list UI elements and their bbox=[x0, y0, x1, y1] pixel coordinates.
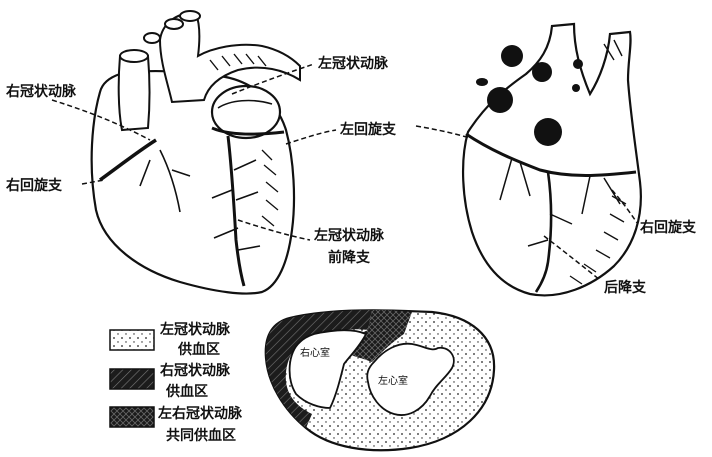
legend: 左冠状动脉 供血区 右冠状动脉 供血区 左右冠状动脉 共同供血区 bbox=[110, 321, 243, 444]
pulmonary-vein-opening bbox=[532, 62, 552, 82]
label-lad-line2: 前降支 bbox=[328, 249, 371, 266]
legend-item-2-line2: 供血区 bbox=[165, 383, 208, 400]
pulmonary-vein-opening bbox=[487, 87, 513, 113]
pulmonary-vein-opening bbox=[501, 45, 523, 67]
label-left-coronary-artery: 左冠状动脉 bbox=[317, 55, 389, 72]
posterior-heart bbox=[463, 24, 641, 295]
legend-item-1-line1: 左冠状动脉 bbox=[159, 321, 231, 338]
legend-swatch-dotted bbox=[110, 330, 154, 350]
label-left-circumflex: 左回旋支 bbox=[339, 121, 397, 138]
legend-item-2-line1: 右冠状动脉 bbox=[159, 362, 231, 379]
legend-swatch-dark-hatched bbox=[110, 369, 154, 389]
right-ventricle-label: 右心室 bbox=[300, 346, 330, 359]
label-right-coronary-artery: 右冠状动脉 bbox=[5, 83, 77, 100]
anterior-heart bbox=[92, 11, 300, 294]
legend-item-1-line2: 供血区 bbox=[177, 341, 220, 358]
left-ventricle-label: 左心室 bbox=[378, 374, 408, 387]
legend-item-3-line1: 左右冠状动脉 bbox=[157, 405, 243, 422]
legend-swatch-crosshatched bbox=[110, 407, 154, 427]
pulmonary-vein-opening bbox=[534, 118, 562, 146]
legend-item-3-line2: 共同供血区 bbox=[166, 427, 236, 444]
label-right-circumflex-front: 右回旋支 bbox=[5, 177, 63, 194]
label-posterior-descending: 后降支 bbox=[604, 279, 647, 296]
ventricle-cross-section: 右心室 左心室 bbox=[266, 310, 494, 450]
posterior-heart-outline bbox=[463, 24, 641, 295]
label-lad-line1: 左冠状动脉 bbox=[313, 227, 385, 244]
label-right-circumflex-back: 右回旋支 bbox=[639, 219, 697, 236]
vena-cava bbox=[119, 56, 150, 130]
